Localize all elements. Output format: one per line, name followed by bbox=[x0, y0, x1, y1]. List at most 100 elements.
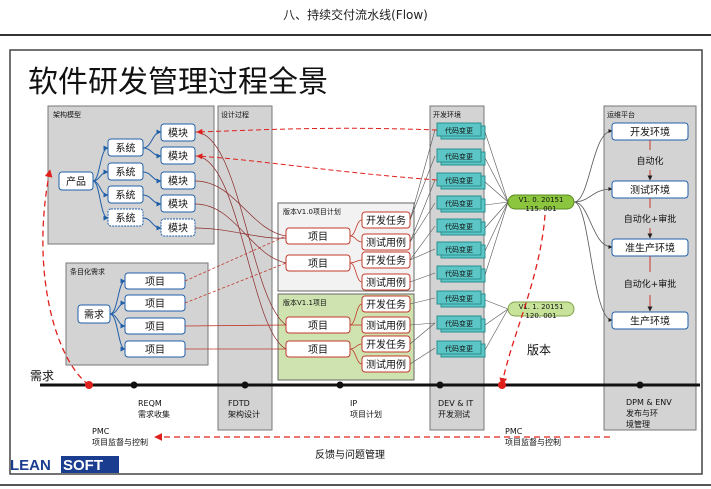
testcase-label: 测试用例 bbox=[366, 358, 406, 371]
code-change-label: 代码变更 bbox=[445, 152, 473, 161]
node-backlog-item-1: 项目 bbox=[124, 272, 186, 290]
milestone-name: 需求收集 bbox=[138, 409, 170, 419]
node-system-4: 系统 bbox=[107, 208, 144, 227]
plan-v11-project-2: 项目 bbox=[285, 340, 351, 358]
plan-v10-testcase-2: 测试用例 bbox=[361, 273, 411, 291]
requirement-label: 需求 bbox=[84, 309, 104, 321]
plan-v10-connectors bbox=[349, 219, 363, 283]
plan-v11-connectors bbox=[349, 303, 363, 365]
system-label: 系统 bbox=[116, 142, 136, 155]
code-change-label: 代码变更 bbox=[445, 344, 473, 353]
devenv-panel-label: 开发环境 bbox=[433, 110, 461, 119]
node-module-4: 模块 bbox=[160, 194, 196, 213]
node-module-5: 模块 bbox=[160, 218, 196, 237]
devtask-label: 开发任务 bbox=[366, 338, 406, 351]
product-label: 产品 bbox=[66, 175, 86, 188]
milestone-fdtd-dot bbox=[241, 381, 249, 389]
code-change-label: 代码变更 bbox=[445, 245, 473, 254]
testcase-label: 测试用例 bbox=[366, 276, 406, 289]
plan-v11-project-1: 项目 bbox=[285, 316, 351, 334]
code-change-stacks: 代码变更 代码变更 代码变更 代码变更 代码变更 代码变更 代码变更 代码变更 … bbox=[436, 122, 486, 358]
code-change-4: 代码变更 bbox=[436, 195, 486, 213]
module-label: 模块 bbox=[168, 128, 188, 140]
plan-v11-label: 版本V1.1项目 bbox=[283, 298, 327, 307]
milestone-reqm-dot bbox=[130, 381, 138, 389]
testcase-label: 测试用例 bbox=[366, 319, 406, 332]
node-module-2: 模块 bbox=[160, 146, 196, 165]
env-arrow-label: 自动化 bbox=[636, 155, 663, 167]
plan-v10-devtask-1: 开发任务 bbox=[361, 211, 411, 229]
env-test: 测试环境 bbox=[611, 180, 689, 199]
module-label: 模块 bbox=[168, 176, 188, 188]
code-change-label: 代码变更 bbox=[445, 176, 473, 185]
system-label: 系统 bbox=[116, 212, 136, 225]
code-to-module-feedback bbox=[196, 127, 438, 181]
milestone-name: 项目计划 bbox=[350, 409, 382, 419]
design-links bbox=[194, 131, 287, 350]
plan-v10-project-1: 项目 bbox=[285, 227, 351, 245]
env-staging: 准生产环境 bbox=[611, 238, 689, 257]
milestone-code: IP bbox=[350, 399, 357, 408]
node-backlog-item-4: 项目 bbox=[124, 340, 186, 358]
leansoft-logo: LEAN SOFT bbox=[10, 456, 119, 474]
code-change-1: 代码变更 bbox=[436, 122, 486, 140]
design-panel bbox=[217, 105, 273, 431]
system-label: 系统 bbox=[116, 166, 136, 179]
plan-v10-testcase-1: 测试用例 bbox=[361, 233, 411, 251]
env-label: 准生产环境 bbox=[625, 242, 675, 255]
env-label: 生产环境 bbox=[630, 315, 670, 328]
page-header: 八、持续交付流水线(Flow) bbox=[283, 8, 428, 22]
env-label: 开发环境 bbox=[630, 126, 670, 139]
backlog-panel-label: 条目化需求 bbox=[70, 267, 105, 276]
logo-box bbox=[61, 456, 119, 473]
timeline-label: 需求 bbox=[30, 369, 54, 383]
arch-panel-label: 架构模型 bbox=[53, 110, 81, 119]
code-change-6: 代码变更 bbox=[436, 241, 486, 259]
node-requirement: 需求 bbox=[77, 304, 111, 324]
milestone-code: REQM bbox=[138, 399, 162, 408]
code-change-label: 代码变更 bbox=[445, 199, 473, 208]
plan-v11-testcase-2: 测试用例 bbox=[361, 355, 411, 373]
plan-v10-project-2: 项目 bbox=[285, 254, 351, 272]
code-change-label: 代码变更 bbox=[445, 269, 473, 278]
module-label: 模块 bbox=[168, 199, 188, 211]
milestone-dpm-dot bbox=[636, 381, 644, 389]
milestone-code: DEV & IT bbox=[438, 399, 473, 408]
feedback-label: 反馈与问题管理 bbox=[315, 448, 385, 461]
code-change-10: 代码变更 bbox=[436, 340, 486, 358]
backlog-item-label: 项目 bbox=[145, 321, 165, 333]
ops-panel-label: 运维平台 bbox=[607, 110, 635, 119]
feedback-loops bbox=[42, 169, 610, 441]
code-change-2: 代码变更 bbox=[436, 148, 486, 166]
version-to-env-links bbox=[573, 129, 613, 322]
project-label: 项目 bbox=[308, 320, 328, 332]
plan-v10-label: 版本V1.0项目计划 bbox=[283, 207, 341, 216]
milestone-dev-dot bbox=[436, 381, 444, 389]
plan-v10-devtask-2: 开发任务 bbox=[361, 251, 411, 269]
node-backlog-item-3: 项目 bbox=[124, 317, 186, 335]
code-change-9: 代码变更 bbox=[436, 315, 486, 333]
backlog-connectors bbox=[109, 278, 126, 352]
testcase-label: 测试用例 bbox=[366, 236, 406, 249]
node-backlog-item-2: 项目 bbox=[124, 294, 186, 312]
devtask-label: 开发任务 bbox=[366, 254, 406, 267]
node-system-2: 系统 bbox=[107, 162, 144, 181]
code-change-label: 代码变更 bbox=[445, 319, 473, 328]
pmc-left-name: 项目监督与控制 bbox=[92, 437, 148, 447]
code-change-3: 代码变更 bbox=[436, 172, 486, 190]
module-label: 模块 bbox=[168, 151, 188, 163]
devtask-label: 开发任务 bbox=[366, 214, 406, 227]
plan-v11-devtask-2: 开发任务 bbox=[361, 335, 411, 353]
code-change-8: 代码变更 bbox=[436, 290, 486, 308]
version-caption: 版本 bbox=[527, 343, 551, 357]
code-change-label: 代码变更 bbox=[445, 222, 473, 231]
milestone-name: 发布与环境管理 bbox=[626, 408, 658, 429]
footer-rule bbox=[0, 484, 711, 486]
milestone-code: FDTD bbox=[228, 399, 250, 408]
node-product: 产品 bbox=[58, 171, 94, 191]
